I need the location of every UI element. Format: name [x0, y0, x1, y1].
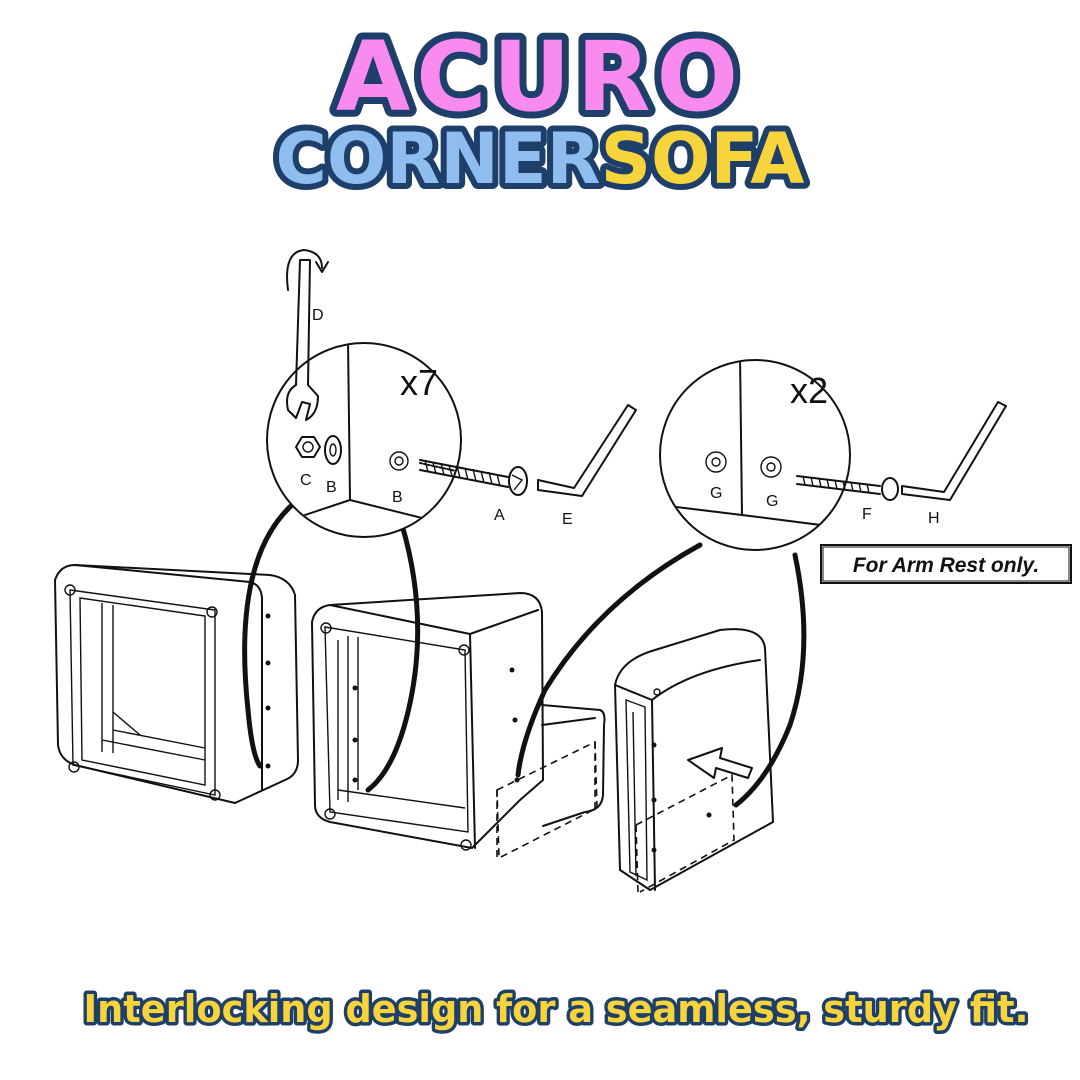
tagline: Interlocking design for a seamless, stur…: [84, 987, 1029, 1031]
callout-right: x2 G G F H: [659, 359, 1007, 551]
callout-left: x7 D C B B A E: [266, 249, 637, 538]
washer-icon: [324, 435, 342, 465]
brand-title: ACURO CORNERSOFA: [270, 14, 811, 206]
arm-rest-module: [614, 628, 774, 893]
note-text: For Arm Rest only.: [853, 554, 1039, 577]
bolt-a-icon: [419, 459, 528, 496]
brand-word-sofa: SOFA: [601, 118, 805, 200]
brand-word-corner: CORNER: [276, 118, 601, 200]
label-h: H: [928, 510, 940, 527]
label-b2: B: [392, 489, 403, 506]
label-f: F: [862, 506, 872, 523]
label-b1: B: [326, 479, 337, 496]
brand-line1: ACURO: [336, 21, 744, 133]
bolt-hole: [64, 584, 76, 596]
bolt-f-icon: [796, 475, 899, 501]
label-e: E: [562, 511, 573, 528]
label-a: A: [494, 507, 505, 524]
multiplier-x7: x7: [400, 362, 438, 403]
label-c: C: [300, 472, 312, 489]
multiplier-x2: x2: [790, 370, 828, 411]
hex-key-h-icon: [901, 401, 1007, 501]
arm-rest-note: For Arm Rest only.: [820, 544, 1072, 584]
nut-icon: [295, 436, 321, 458]
label-g2: G: [766, 493, 778, 510]
washer-g2-icon: [760, 456, 782, 478]
hex-key-e-icon: [537, 404, 637, 497]
label-g1: G: [710, 485, 722, 502]
wrench-icon: [286, 249, 329, 421]
connector-lines: [242, 502, 807, 808]
insert-arrow-icon: [687, 747, 753, 779]
washer-g1-icon: [705, 451, 727, 473]
sofa-side-module: [311, 592, 606, 860]
label-d: D: [312, 307, 324, 324]
brand-line2: CORNERSOFA: [276, 118, 805, 200]
